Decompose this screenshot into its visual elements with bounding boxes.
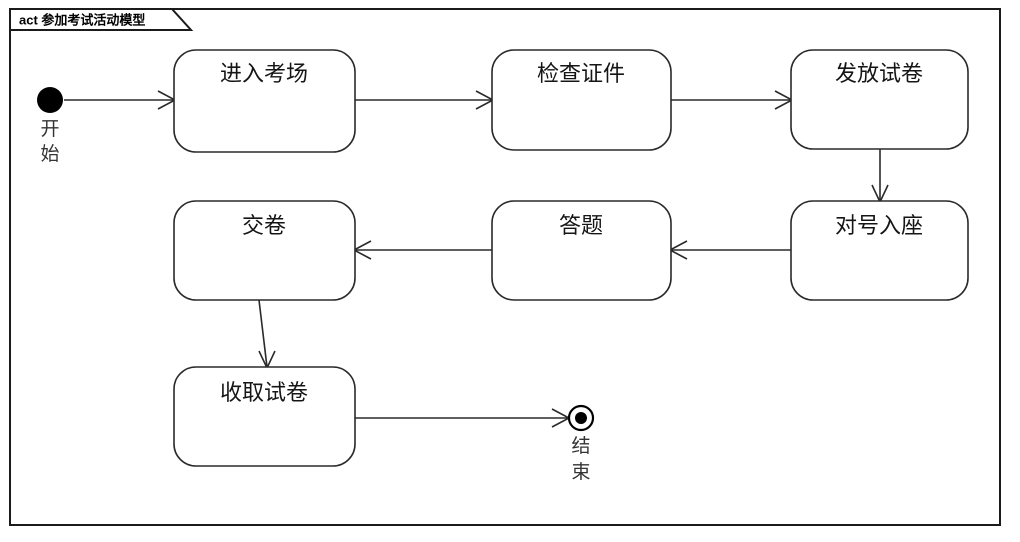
action-label-a6: 交卷 [242,214,286,239]
action-label-a1: 进入考场 [220,62,308,87]
final-node-dot [575,412,587,424]
action-label-a4: 对号入座 [835,214,923,239]
action-label-a7: 收取试卷 [220,381,308,406]
action-label-a2: 检查证件 [537,62,625,87]
action-node-a1[interactable] [173,49,356,153]
final-node-label-char-0: 结 [571,435,590,457]
initial-node-label-char-1: 始 [40,143,59,165]
frame-name-tab [9,8,194,31]
action-node-a7[interactable] [173,366,356,467]
initial-node[interactable] [37,87,63,113]
final-node-label-char-1: 束 [571,461,590,483]
flow-a6-to-a7 [258,299,268,368]
action-node-a6[interactable] [173,200,356,301]
action-label-a5: 答题 [559,214,603,239]
frame-label: act 参加考试活动模型 [19,12,145,27]
initial-node-label-char-0: 开 [40,118,59,140]
diagram-frame [9,8,1001,526]
action-label-a3: 发放试卷 [835,62,923,87]
